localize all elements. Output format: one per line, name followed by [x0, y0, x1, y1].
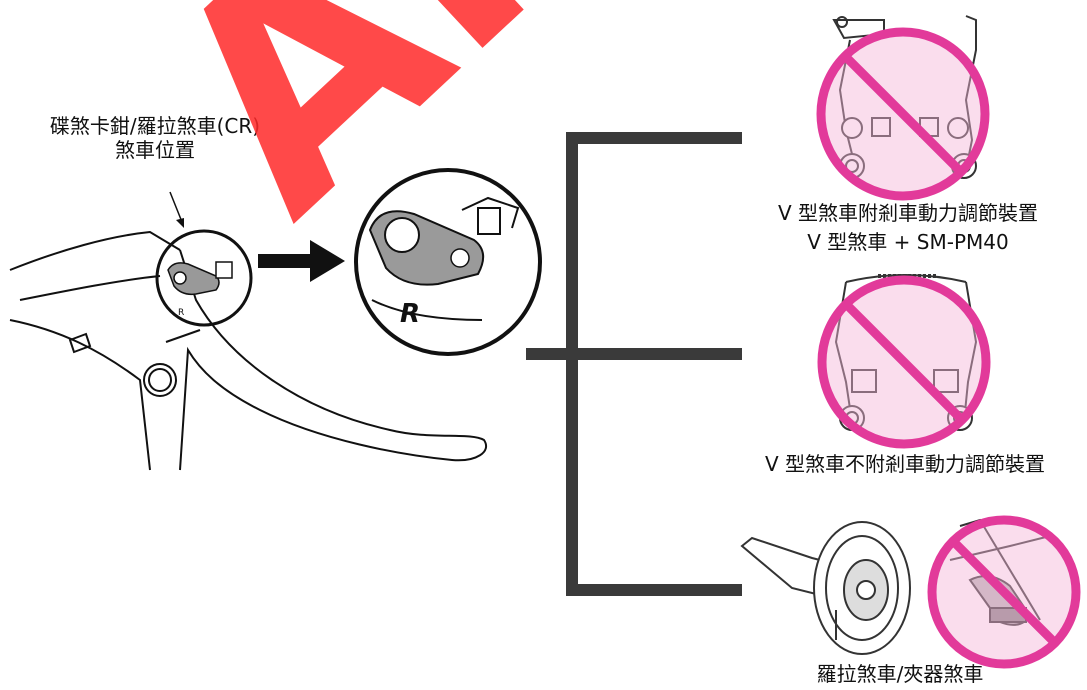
caliper-label: 碟煞卡鉗/羅拉煞車(CR) 煞車位置: [20, 114, 290, 162]
brake-lever-illustration: [9, 230, 487, 471]
prohibited-sign-1: [816, 27, 990, 201]
caliper-label-line2: 煞車位置: [115, 138, 195, 162]
lever-mark-large: R: [400, 299, 421, 329]
prohibited-sign-3: [927, 515, 1081, 669]
lever-mark-small: R: [178, 308, 185, 318]
zoom-arrow: [258, 240, 345, 282]
vbrake-modulator-label: V 型煞車附剎車動力調節裝置 V 型煞車 + SM-PM40: [728, 199, 1087, 257]
pointer-arrow: [169, 191, 184, 228]
roller-brake-illustration: [740, 521, 911, 655]
lever-detail-small: [155, 229, 253, 327]
vbrake-modulator-line2: V 型煞車 + SM-PM40: [807, 230, 1009, 254]
lever-detail-large: [354, 168, 542, 356]
vbrake-no-modulator-label: V 型煞車不附剎車動力調節裝置: [764, 452, 1046, 476]
branch-bracket: [526, 132, 742, 596]
vbrake-modulator-line1: V 型煞車附剎車動力調節裝置: [777, 201, 1039, 225]
roller-caliper-label: 羅拉煞車/夾器煞車: [816, 662, 984, 686]
prohibited-sign-2: [817, 275, 991, 449]
caliper-label-line1: 碟煞卡鉗/羅拉煞車(CR): [49, 114, 261, 138]
